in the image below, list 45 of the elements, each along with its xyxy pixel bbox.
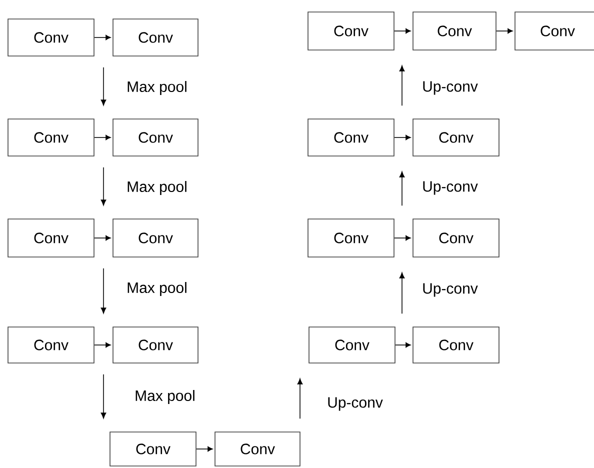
arrow bbox=[94, 134, 111, 140]
arrow bbox=[100, 268, 106, 314]
edge-label: Max pool bbox=[126, 80, 188, 96]
arrow bbox=[100, 374, 106, 419]
edge-label: Max pool bbox=[126, 180, 188, 196]
arrow bbox=[394, 134, 411, 140]
conv-box: Conv bbox=[8, 326, 94, 364]
conv-box: Conv bbox=[514, 12, 594, 50]
conv-box: Conv bbox=[8, 18, 94, 56]
conv-box: Conv bbox=[8, 218, 94, 258]
conv-box: Conv bbox=[8, 118, 94, 156]
arrow bbox=[94, 342, 111, 348]
arrow bbox=[496, 28, 513, 34]
arrow bbox=[100, 167, 106, 206]
arrow bbox=[399, 65, 405, 106]
edge-label: Up-conv bbox=[421, 80, 479, 96]
conv-box: Conv bbox=[112, 218, 198, 258]
conv-box: Conv bbox=[308, 118, 394, 156]
arrow bbox=[196, 446, 213, 452]
arrow bbox=[395, 342, 411, 348]
arrow bbox=[100, 67, 106, 106]
conv-box: Conv bbox=[308, 12, 394, 50]
edge-label: Max pool bbox=[126, 281, 188, 297]
conv-box: Conv bbox=[308, 326, 396, 364]
conv-box: Conv bbox=[412, 326, 500, 364]
conv-box: Conv bbox=[112, 18, 198, 56]
conv-box: Conv bbox=[112, 326, 198, 364]
arrow bbox=[394, 235, 411, 241]
arrow bbox=[297, 378, 303, 419]
edge-label: Up-conv bbox=[421, 180, 479, 196]
arrow bbox=[394, 28, 411, 34]
edge-label: Max pool bbox=[134, 389, 196, 405]
conv-box: Conv bbox=[214, 432, 300, 466]
edge-label: Up-conv bbox=[326, 396, 384, 412]
conv-box: Conv bbox=[412, 12, 496, 50]
conv-box: Conv bbox=[112, 118, 198, 156]
arrow bbox=[399, 272, 405, 314]
arrow bbox=[94, 235, 111, 241]
arrow bbox=[94, 34, 111, 40]
conv-box: Conv bbox=[110, 432, 196, 466]
conv-box: Conv bbox=[412, 218, 500, 258]
conv-box: Conv bbox=[412, 118, 500, 156]
edge-label: Up-conv bbox=[421, 282, 479, 298]
conv-box: Conv bbox=[308, 218, 394, 258]
arrow bbox=[399, 171, 405, 206]
